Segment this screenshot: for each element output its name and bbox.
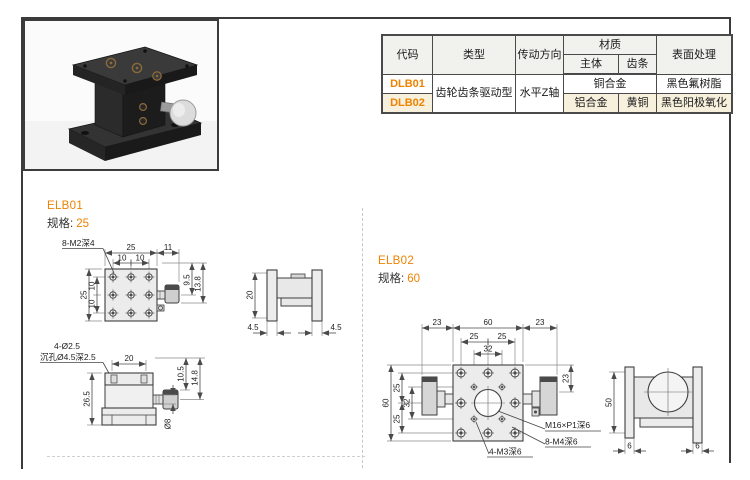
elb02-main-view-drawing: 23 60 23 25 25 32 60 25 32 25 23 M16×P1深…: [382, 318, 601, 458]
dim-label: 32: [484, 345, 493, 354]
dim-label: 25: [127, 243, 136, 252]
dim-label: 10: [136, 254, 145, 263]
dim-label: 25: [80, 290, 89, 299]
col-header-rack: 齿条: [618, 54, 657, 75]
dim-label: 50: [605, 398, 614, 407]
table-row: DLB02 铝合金 黄铜 黑色阳极氧化: [381, 93, 733, 114]
dim-label: 11: [164, 243, 173, 252]
section-divider-vertical: [362, 208, 363, 468]
hole-callout: 沉孔Ø4.5深2.5: [40, 352, 96, 362]
col-header-material: 材质: [563, 34, 657, 55]
dim-label: 60: [382, 398, 391, 407]
section1-spec: 规格:25: [47, 215, 89, 231]
dim-label: 25: [498, 332, 507, 341]
dim-label: 23: [562, 374, 571, 383]
page-border-top: [21, 17, 731, 19]
dim-label: 20: [246, 290, 255, 299]
spec-label: 规格:: [47, 218, 74, 230]
hole-callout: 8-M2深4: [62, 238, 95, 248]
spec-value: 60: [407, 273, 420, 285]
section2-code: ELB02: [378, 255, 415, 267]
cell-rack-dlb02: 黄铜: [618, 93, 657, 114]
hole-callout: 8-M4深6: [545, 437, 578, 447]
dim-label: 25: [470, 332, 479, 341]
page-border-right: [729, 17, 731, 463]
table-subheader-row: 主体 齿条: [382, 54, 732, 75]
dim-label: Ø8: [164, 418, 173, 429]
cell-type: 齿轮齿条驱动型: [432, 73, 516, 114]
dim-label: 10: [88, 281, 97, 290]
cell-code-dlb01: DLB01: [381, 73, 433, 94]
dim-label: 9.5: [183, 274, 192, 286]
product-photo-frame: [23, 19, 219, 171]
col-header-code: 代码: [381, 34, 433, 75]
elb02-side-view-drawing: 50 6 6: [605, 366, 714, 454]
dim-label: 10: [88, 299, 97, 308]
section-divider-horizontal: [47, 456, 365, 457]
page-border-left: [21, 17, 23, 469]
dim-label: 14.8: [191, 370, 200, 386]
dim-label: 10.5: [177, 366, 186, 382]
section2-spec: 规格:60: [378, 270, 420, 286]
dim-label: 25: [393, 383, 402, 392]
dim-label: 23: [433, 318, 442, 327]
dim-label: 32: [403, 398, 412, 407]
col-header-type: 类型: [432, 34, 516, 75]
dim-label: 26.5: [83, 391, 92, 407]
hole-callout: 4-Ø2.5: [54, 341, 80, 351]
elb01-front-view-drawing: 4-Ø2.5 沉孔Ø4.5深2.5 20 10.5 14.8 26.5 Ø8: [40, 341, 205, 429]
elb01-side-view-drawing: 20 4.5 4.5: [246, 269, 342, 336]
cell-code-dlb02: DLB02: [381, 93, 433, 114]
spec-table: 代码 类型 传动方向 材质 表面处理 主体 齿条 DLB01 齿轮齿条驱动型 水…: [381, 34, 733, 114]
cell-direction: 水平Z轴: [515, 73, 564, 114]
spec-label: 规格:: [378, 273, 405, 285]
cell-surface-dlb02: 黑色阳极氧化: [656, 93, 733, 114]
cell-material-dlb01: 铜合金: [563, 73, 657, 94]
cell-body-dlb02: 铝合金: [563, 93, 619, 114]
spec-value: 25: [76, 218, 89, 230]
section1-code: ELB01: [47, 200, 84, 212]
product-photo: [25, 21, 217, 169]
table-header-row: 代码 类型 传动方向 材质 表面处理: [381, 34, 733, 75]
dim-label: 25: [393, 414, 402, 423]
hole-callout: 4-M3深6: [489, 447, 522, 457]
hole-callout: M16×P1深6: [545, 420, 590, 430]
dim-label: 4.5: [247, 323, 259, 332]
cell-surface-dlb01: 黑色氟树脂: [656, 73, 733, 94]
dim-label: 6: [695, 442, 700, 451]
dim-label: 60: [484, 318, 493, 327]
dim-label: 20: [125, 354, 134, 363]
dim-label: 4.5: [330, 323, 342, 332]
col-header-direction: 传动方向: [515, 34, 564, 75]
col-header-surface: 表面处理: [656, 34, 733, 75]
dim-label: 6: [627, 442, 632, 451]
dim-label: 23: [536, 318, 545, 327]
elb01-top-view-drawing: 25 11 10 10 25 10 10 9.5 13.8 8-M2深4: [62, 238, 207, 322]
dim-label: 13.8: [194, 276, 203, 292]
table-row: DLB01 齿轮齿条驱动型 水平Z轴 铜合金 黑色氟树脂: [381, 73, 733, 114]
col-header-body: 主体: [563, 54, 619, 75]
dim-label: 10: [118, 254, 127, 263]
